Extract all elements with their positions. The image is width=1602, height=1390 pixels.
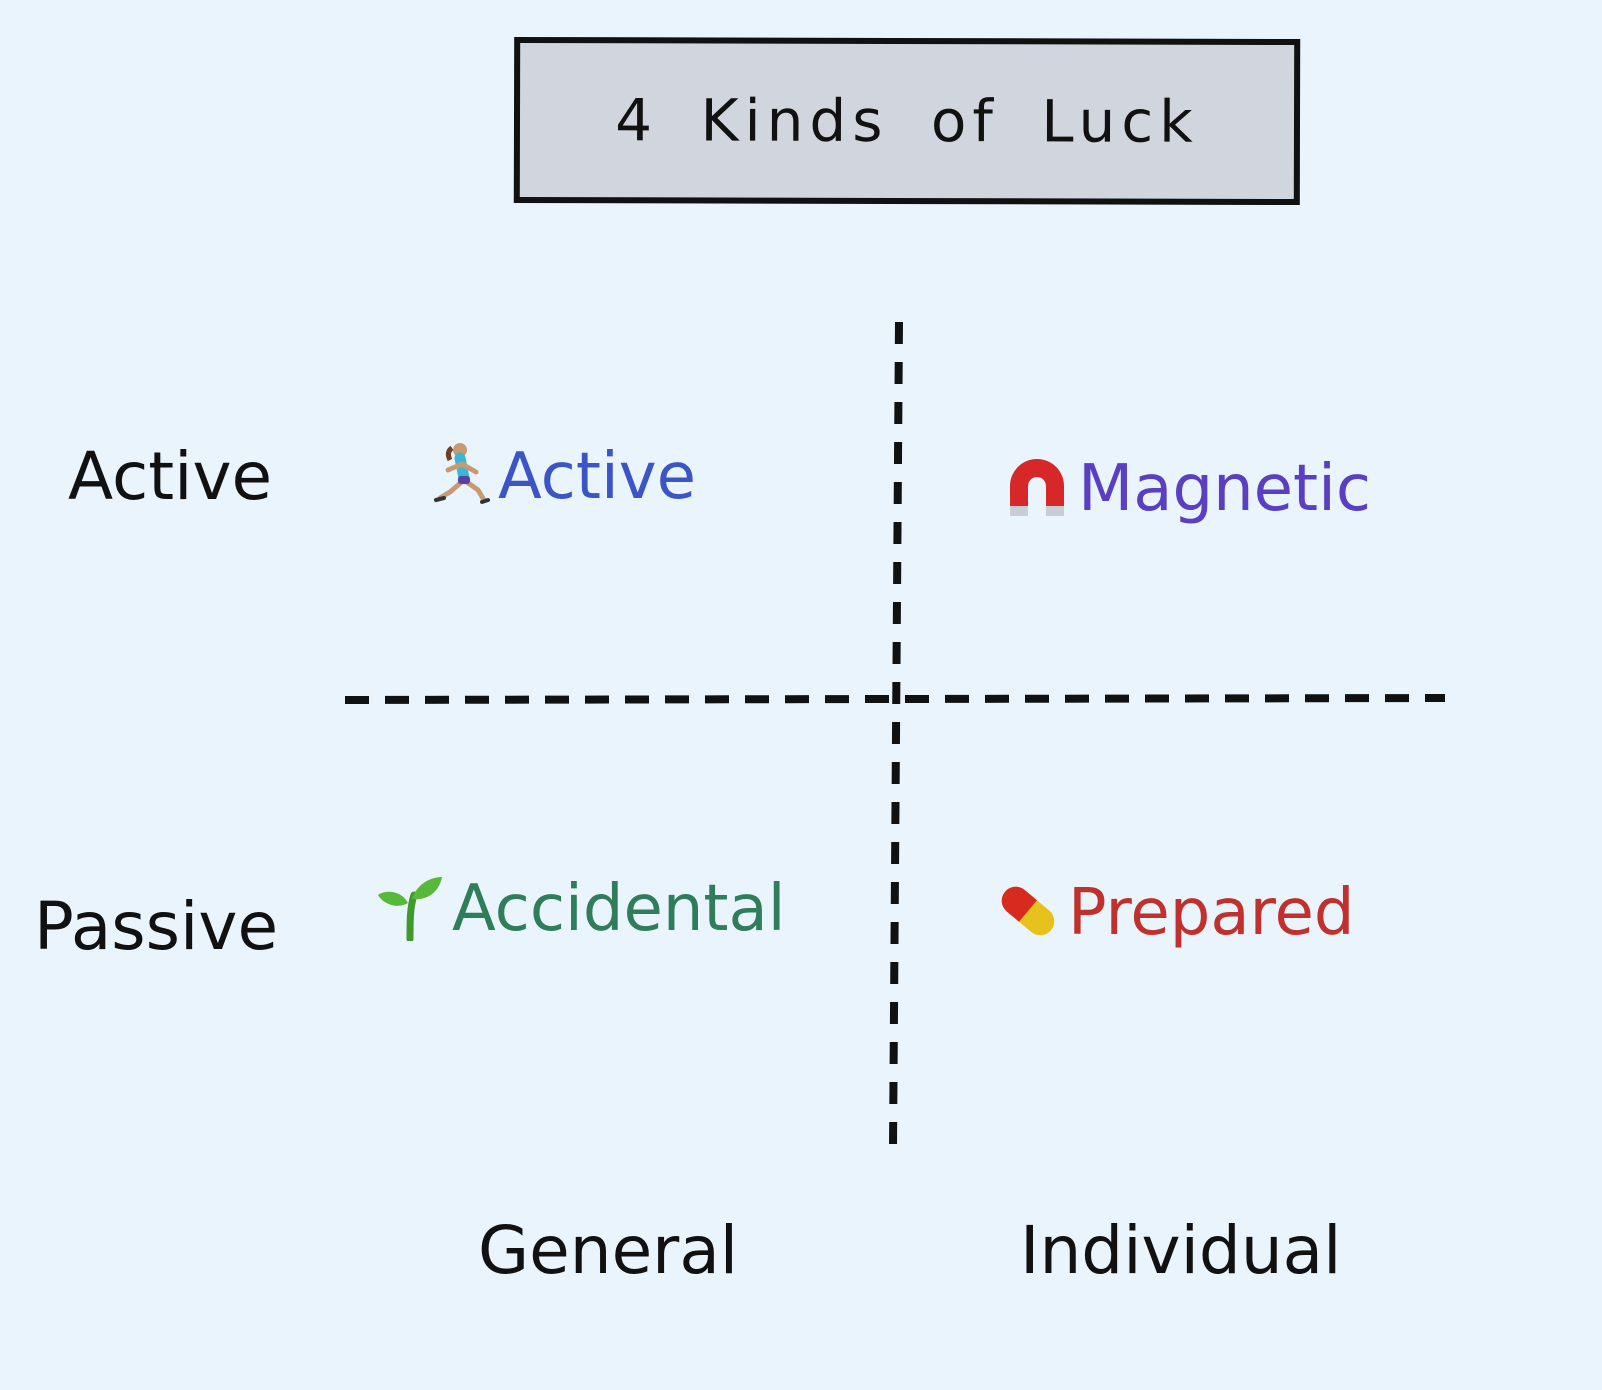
row-label-active: Active [68, 438, 273, 515]
seedling-icon [374, 873, 446, 945]
quadrant-label-magnetic: Magnetic [1078, 452, 1372, 526]
runner-icon [432, 442, 492, 512]
column-label-general: General [478, 1212, 739, 1289]
quadrant-prepared: Prepared [994, 876, 1355, 950]
quadrant-label-active: Active [498, 440, 696, 514]
column-label-individual: Individual [1020, 1212, 1342, 1289]
quadrant-accidental: Accidental [374, 872, 785, 946]
quadrant-magnetic: Magnetic [1002, 452, 1371, 526]
horizontal-divider [344, 694, 1446, 704]
quadrant-label-accidental: Accidental [452, 872, 786, 946]
row-label-passive: Passive [34, 888, 279, 965]
vertical-divider [889, 321, 903, 1149]
quadrant-label-prepared: Prepared [1068, 876, 1355, 950]
quadrant-active: Active [432, 440, 696, 514]
magnet-icon [1002, 452, 1072, 526]
pill-icon [994, 877, 1062, 949]
